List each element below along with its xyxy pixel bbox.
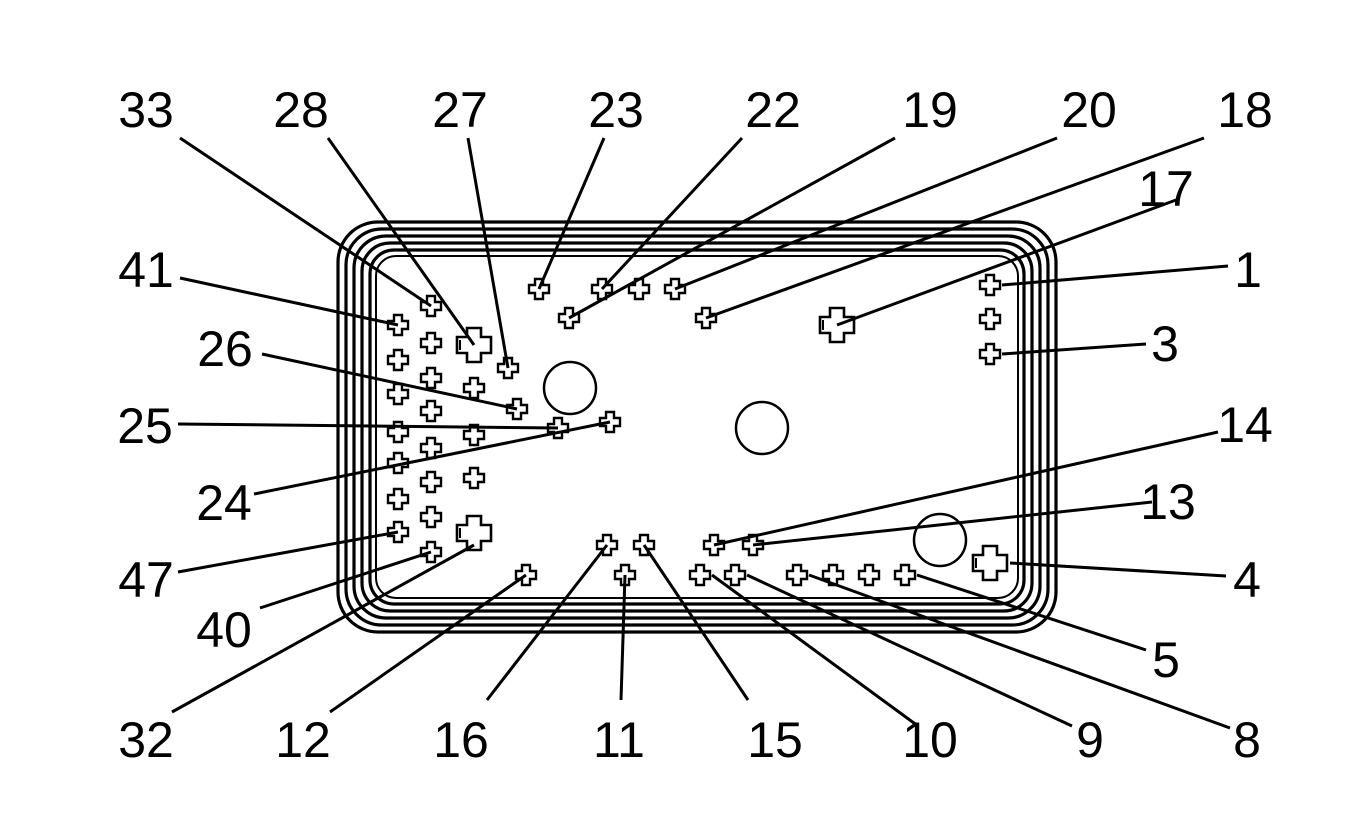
callout-13: 13 [1140, 474, 1196, 530]
callout-15: 15 [747, 712, 803, 768]
callout-41: 41 [118, 242, 174, 298]
callout-8: 8 [1233, 712, 1261, 768]
callout-25: 25 [117, 398, 173, 454]
callout-5: 5 [1152, 632, 1180, 688]
callout-11: 11 [593, 712, 645, 768]
callout-labels: 1 3 4 5 8 9 10 11 12 13 14 15 16 17 18 1… [117, 82, 1273, 768]
guide-hole-center [734, 400, 790, 456]
callout-22: 22 [745, 82, 801, 138]
callout-9: 9 [1076, 712, 1104, 768]
callout-20: 20 [1061, 82, 1117, 138]
callout-1: 1 [1234, 242, 1262, 298]
callout-16: 16 [433, 712, 489, 768]
callout-47: 47 [118, 552, 174, 608]
callout-10: 10 [902, 712, 958, 768]
callout-28: 28 [273, 82, 329, 138]
callout-33: 33 [118, 82, 174, 138]
callout-24: 24 [196, 475, 252, 531]
callout-19: 19 [902, 82, 958, 138]
callout-17: 17 [1138, 161, 1194, 217]
callout-27: 27 [432, 82, 488, 138]
callout-14: 14 [1217, 397, 1273, 453]
callout-12: 12 [275, 712, 331, 768]
callout-26: 26 [197, 321, 253, 377]
leader-lines [171, 136, 1231, 730]
callout-3: 3 [1151, 316, 1179, 372]
callout-4: 4 [1233, 552, 1261, 608]
guide-hole-left [542, 360, 598, 416]
callout-32: 32 [118, 712, 174, 768]
callout-23: 23 [588, 82, 644, 138]
callout-18: 18 [1217, 82, 1273, 138]
callout-40: 40 [196, 602, 252, 658]
